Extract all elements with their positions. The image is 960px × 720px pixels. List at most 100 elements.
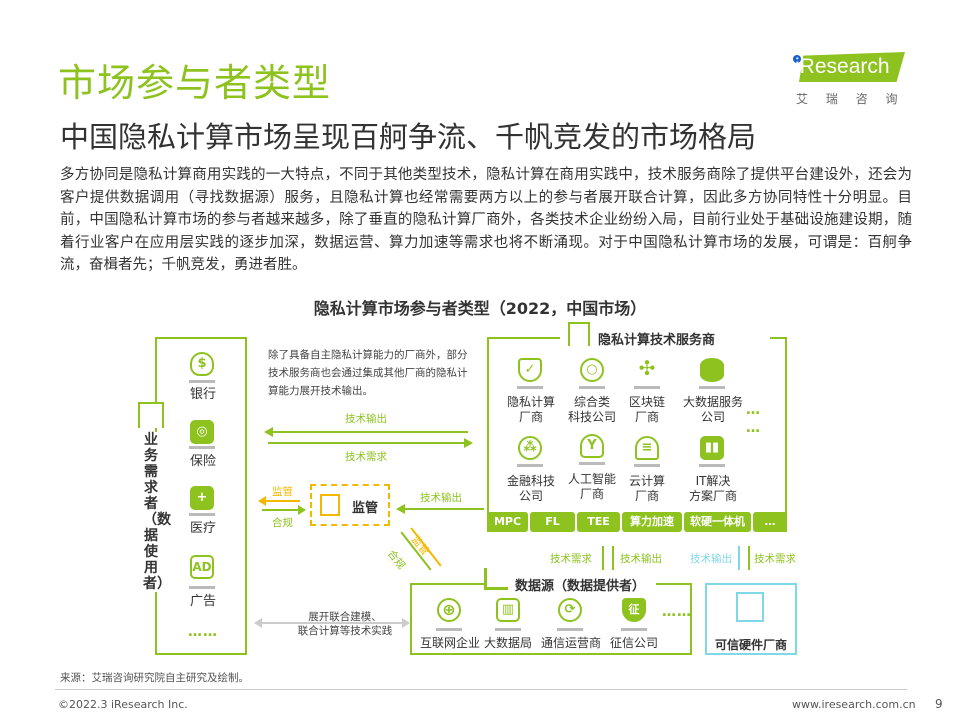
diagram-element: 厂商 — [518, 410, 543, 424]
diagram-element — [410, 583, 485, 585]
server-rack-icon: ▮▮ — [700, 436, 724, 460]
data-source-item: 大数据局 — [483, 636, 532, 650]
logo-cn: 艾 瑞 咨 询 — [796, 92, 905, 106]
arrow-label: 技术需求 — [345, 451, 387, 463]
building-icon — [568, 322, 590, 346]
diagram-element: 隐私计算 — [506, 395, 555, 409]
arrow-head — [254, 618, 262, 628]
diagram-element: 监管 — [352, 501, 379, 516]
more-dots: …… — [662, 604, 692, 620]
diagram-element: 厂商 — [634, 489, 659, 503]
diagram-element: 区块链 — [628, 395, 665, 409]
diagram-element — [602, 546, 604, 570]
joint-practice-label: 展开联合建模、联合计算等技术实践 — [285, 610, 405, 638]
provider-item: 大数据服务公司 — [678, 395, 748, 425]
icon-underline — [557, 628, 583, 631]
globe-icon: ⊕ — [437, 598, 461, 622]
website-link[interactable]: www.iresearch.com.cn — [792, 698, 916, 711]
diagram-element: 科技公司 — [567, 410, 616, 424]
data-source-item: 互联网企业 — [419, 636, 480, 650]
diagram-element — [656, 583, 692, 655]
diagram-element — [748, 546, 750, 570]
integration-note: 除了具备自主隐私计算能力的厂商外，部分技术服务商也会通过集成其他厂商的隐私计算能… — [268, 349, 468, 397]
arrow-line — [272, 431, 468, 433]
diagram-element: IT解决 — [695, 474, 731, 488]
diagram-element — [793, 55, 801, 63]
icon-underline — [621, 628, 647, 631]
arrow-head — [402, 618, 410, 628]
icon-underline — [579, 462, 605, 465]
page-title: 市场参与者类型 — [58, 61, 332, 105]
arrow-head — [464, 438, 473, 448]
diagram-element: 云计算 — [628, 474, 665, 488]
credit-shield-icon: 征 — [622, 598, 646, 622]
divider — [55, 689, 907, 690]
provider-title: 隐私计算技术服务商 — [598, 333, 716, 348]
provider-item: 综合类科技公司 — [560, 395, 624, 425]
icon-underline — [189, 446, 215, 449]
building-icon — [736, 592, 764, 622]
page-subtitle: 中国隐私计算市场呈现百舸争流、千帆竞发的市场格局 — [60, 120, 757, 154]
hospital-icon: + — [190, 486, 214, 510]
icon-underline — [517, 386, 543, 389]
arrow-line — [268, 442, 464, 444]
globe-sync-icon: ⟳ — [558, 598, 582, 622]
icon-underline — [189, 513, 215, 516]
building-icon — [320, 494, 340, 516]
comply-label: 合规 — [272, 517, 293, 529]
arrow-line — [264, 500, 300, 502]
tech-tag: 软硬一体机 — [684, 512, 751, 532]
tech-tag: … — [753, 512, 787, 532]
demand-title: 业务需求者（数据使用者） — [143, 432, 171, 592]
arrow-head — [264, 427, 273, 437]
diagram-element: 公司 — [518, 489, 543, 503]
diagram-element: 人工智能 — [567, 472, 616, 486]
diagram-element: 厂商 — [579, 487, 604, 501]
source-note: 来源：艾瑞咨询研究院自主研究及绘制。 — [60, 672, 249, 684]
planet-icon: ○ — [580, 358, 604, 382]
demand-item: 广告 — [189, 594, 216, 609]
hardware-title: 可信硬件厂商 — [714, 638, 787, 652]
data-source-box — [410, 583, 692, 655]
data-source-item: 通信运营商 — [540, 636, 601, 650]
copyright: ©2022.3 iResearch Inc. — [58, 698, 188, 711]
diagram-element: 金融科技 — [506, 474, 555, 488]
arrow-label: 技术输出 — [345, 413, 387, 425]
cloud-server-icon: ≡ — [635, 436, 659, 460]
shield-check-icon: ✓ — [518, 358, 542, 382]
supervise-label: 监管 — [272, 486, 293, 498]
more-dots: …… — [188, 624, 218, 640]
diagram-element: 展开联合建模、 — [308, 611, 382, 623]
icon-underline — [517, 464, 543, 467]
ai-head-icon: Y — [580, 434, 604, 458]
icon-underline — [634, 386, 660, 389]
diagram-element: 大数据服务 — [682, 395, 743, 409]
provider-item: 隐私计算厂商 — [500, 395, 562, 425]
chart-board-icon: ▥ — [496, 598, 520, 622]
demand-item: 医疗 — [189, 521, 216, 536]
provider-item: 云计算厂商 — [617, 474, 677, 504]
icon-underline — [699, 386, 725, 389]
data-source-title: 数据源（数据提供者） — [515, 579, 646, 594]
diagram-element: 综合类 — [573, 395, 610, 409]
network-node-icon: ✣ — [638, 356, 656, 380]
more-dots: … — [746, 420, 761, 436]
tech-tag: TEE — [577, 512, 620, 532]
diagram-element — [612, 546, 614, 570]
body-text: 多方协同是隐私计算商用实践的一大特点，不同于其他类型技术，隐私计算在商用实践中，… — [60, 167, 912, 273]
database-icon — [700, 358, 724, 382]
bar-chart-icon — [484, 568, 508, 590]
arrow-line — [262, 509, 298, 511]
arrow-label: 技术需求 — [754, 553, 796, 565]
molecule-icon: ⁂ — [518, 436, 542, 460]
diagram-element — [262, 622, 402, 624]
tech-tag: MPC — [487, 512, 528, 532]
diagram-element: 方案厂商 — [688, 489, 737, 503]
icon-underline — [699, 464, 725, 467]
icon-underline — [579, 386, 605, 389]
demand-item: 保险 — [189, 454, 216, 469]
diagram-element — [799, 52, 905, 82]
diagram-element: 厂商 — [634, 410, 659, 424]
safe-icon: ◎ — [190, 420, 214, 444]
demand-item: 银行 — [189, 387, 216, 402]
